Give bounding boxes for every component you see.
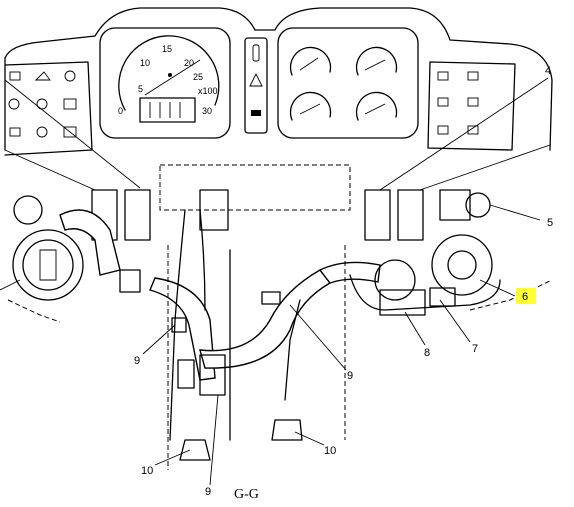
hose-segment-right	[318, 261, 381, 284]
switch-blanks	[91, 189, 424, 241]
light-icon	[36, 126, 48, 138]
odometer-display	[139, 97, 196, 123]
leader-left-panel	[4, 79, 141, 189]
hose-clip-center	[261, 291, 281, 305]
gauge-bottom-left	[289, 91, 332, 121]
leader-9-bottom	[209, 394, 219, 486]
callout-9-left: 9	[134, 355, 140, 367]
gauge-cluster	[277, 27, 419, 139]
callout-10-left: 10	[141, 465, 153, 477]
tach-tick-5: 5	[138, 84, 143, 94]
leader-left-edge	[0, 279, 21, 291]
left-switch-panel	[4, 61, 93, 156]
fan-speed-icon	[467, 71, 479, 81]
left-harness	[59, 209, 121, 276]
leader-8	[404, 311, 426, 346]
clamp-bottom-left	[179, 439, 211, 461]
left-rotary-switch	[12, 195, 121, 301]
callouts: 4 5 6 7 8 9 9 9 10 10 G-G	[134, 65, 553, 502]
gear-icon	[64, 70, 76, 82]
ignition-switch-body	[431, 234, 493, 296]
callout-10-right: 10	[324, 445, 336, 457]
ignition-connector	[379, 289, 426, 316]
gauge-top-left	[289, 46, 332, 76]
hose-segment-center	[199, 269, 332, 369]
connector-block-center	[199, 354, 226, 396]
center-warning-strip	[244, 37, 268, 134]
callout-9-right: 9	[347, 370, 353, 382]
tach-unit: x100	[198, 86, 218, 96]
tach-tick-20: 20	[184, 58, 194, 68]
knob-cap	[13, 195, 43, 225]
ignition-housing-top	[439, 189, 471, 221]
tach-tick-15: 15	[162, 44, 172, 54]
leader-lines	[0, 77, 551, 486]
callout-6-highlight	[516, 288, 536, 304]
indicator-lamp	[252, 44, 260, 62]
callout-9-bottom: 9	[205, 486, 211, 498]
wiper-icon	[9, 127, 21, 137]
section-label: G-G	[234, 487, 259, 502]
leader-4b	[419, 144, 551, 191]
lamp-icon	[63, 126, 77, 138]
hazard-icon	[249, 72, 263, 87]
switch-blank-4	[397, 189, 424, 241]
leader-4	[379, 77, 549, 191]
callout-4: 4	[545, 65, 551, 77]
battery-icon	[251, 110, 261, 116]
hose-clip-left	[171, 317, 187, 333]
tach-tick-10: 10	[140, 58, 150, 68]
gauge-top-right	[355, 46, 398, 76]
dashboard-outline	[4, 7, 553, 323]
leader-5	[489, 204, 541, 221]
connector-block-top	[199, 189, 229, 231]
heater-icon	[437, 71, 449, 81]
mirror-icon	[467, 97, 479, 107]
horn-icon	[437, 125, 449, 135]
defrost-icon	[437, 97, 449, 107]
rotary-switch-body	[12, 229, 84, 301]
right-switch-panel	[427, 61, 516, 151]
switch-blank-3	[364, 189, 391, 241]
leader-10-right	[294, 431, 325, 446]
connector-clamp-left	[119, 269, 141, 293]
harness-assembly	[119, 189, 381, 470]
switch-blank-2	[124, 189, 151, 241]
tach-tick-25: 25	[193, 72, 203, 82]
callout-8: 8	[424, 347, 430, 359]
callout-7: 7	[472, 343, 478, 355]
connector-block-side	[177, 359, 195, 389]
crosshair-icon	[36, 98, 48, 110]
ignition-key-cylinder	[447, 250, 477, 280]
tachometer: 5 10 15 20 25 x100 0 30	[99, 27, 231, 139]
work-light-icon	[467, 125, 479, 135]
callout-6: 6	[522, 291, 528, 303]
gear-wheel	[374, 259, 416, 301]
ignition-assembly	[349, 189, 501, 316]
leader-left-panel-2	[4, 149, 96, 191]
tach-tick-0: 0	[118, 106, 123, 116]
gauge-bottom-right	[355, 91, 398, 121]
fan-icon	[8, 98, 20, 110]
warning-icon	[34, 71, 51, 81]
callout-5: 5	[547, 217, 553, 229]
hose-segment-left	[149, 277, 216, 381]
switch-icon	[9, 71, 21, 81]
leader-6	[479, 279, 516, 297]
leader-10-left	[154, 449, 191, 466]
leader-9-left	[142, 324, 176, 355]
leader-9-right	[289, 304, 347, 371]
seat-icon	[63, 98, 77, 110]
tach-tick-30: 30	[202, 106, 212, 116]
leader-7	[439, 299, 471, 343]
clamp-bottom-right	[271, 419, 303, 441]
